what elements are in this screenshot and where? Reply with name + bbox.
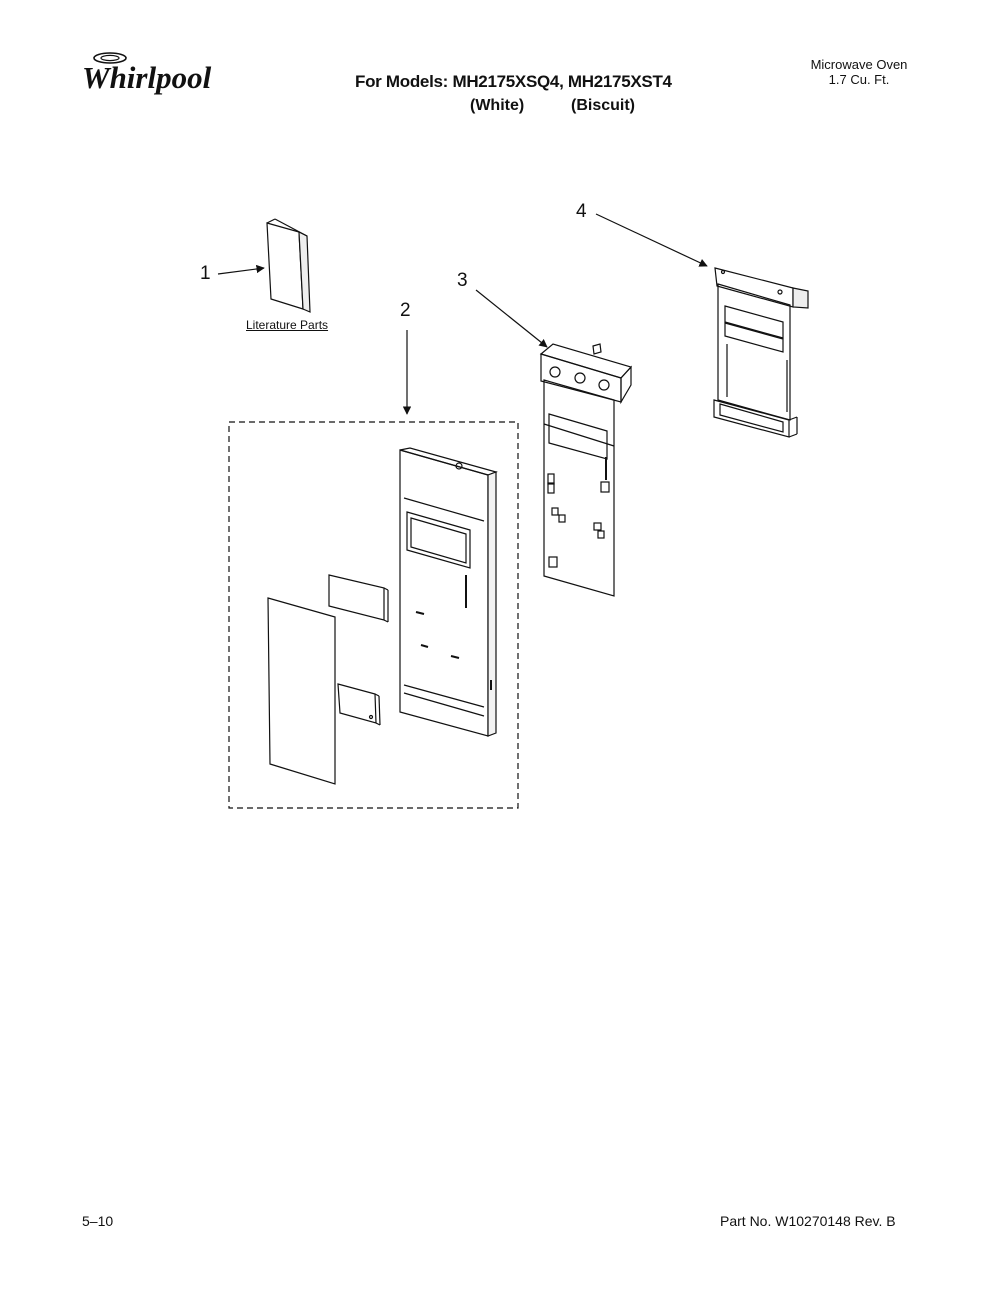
literature-parts-label: Literature Parts [246,318,329,332]
callout-3: 3 [457,270,468,291]
variant-biscuit: (Biscuit) [571,97,635,114]
leader-line-3 [475,289,548,348]
callout-2: 2 [400,300,411,321]
variant-white: (White) [470,97,525,114]
part-number: Part No. W10270148 Rev. B [720,1213,896,1229]
callout-4: 4 [576,201,587,222]
product-description: Microwave Oven 1.7 Cu. Ft. [800,57,918,87]
product-type: Microwave Oven [810,57,908,72]
touch-membrane-panel [267,597,336,785]
leader-line-1 [217,264,265,275]
control-panel-housing [399,447,498,737]
control-panel-assembly-box [228,421,519,809]
whirlpool-logo: Whirlpool [82,52,212,95]
page-number: 5–10 [82,1213,114,1229]
svg-text:Whirlpool: Whirlpool [82,60,212,95]
callout-1: 1 [200,263,211,284]
control-frame-bracket [539,343,633,597]
electronic-control-board [713,267,809,438]
display-window [328,574,389,623]
models-title: For Models: MH2175XSQ4, MH2175XST4 [355,72,672,91]
product-capacity: 1.7 Cu. Ft. [828,72,890,87]
literature-booklet [266,218,311,313]
lower-plate [337,683,381,726]
leader-line-4 [595,213,708,267]
